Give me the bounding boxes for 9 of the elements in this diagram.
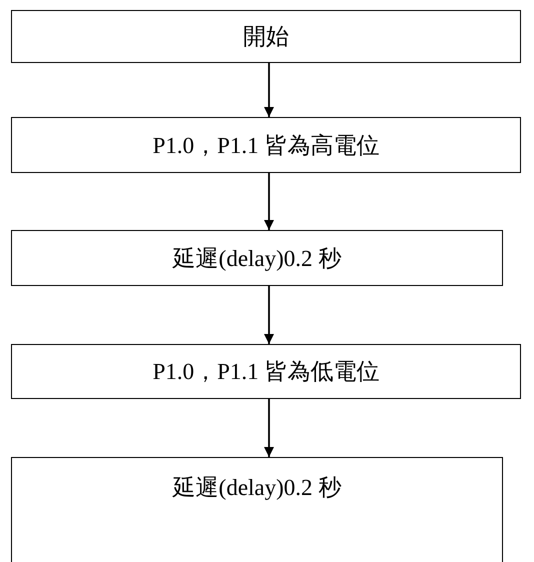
arrow bbox=[264, 399, 274, 457]
arrow bbox=[264, 286, 274, 344]
arrow bbox=[264, 63, 274, 117]
process-box: 延遲(delay)0.2 秒 bbox=[11, 230, 503, 286]
process-box: 開始 bbox=[11, 10, 521, 63]
process-box: P1.0，P1.1 皆為低電位 bbox=[11, 344, 521, 399]
process-box: P1.0，P1.1 皆為高電位 bbox=[11, 117, 521, 173]
process-box: 延遲(delay)0.2 秒 bbox=[11, 457, 503, 562]
arrow bbox=[264, 173, 274, 230]
